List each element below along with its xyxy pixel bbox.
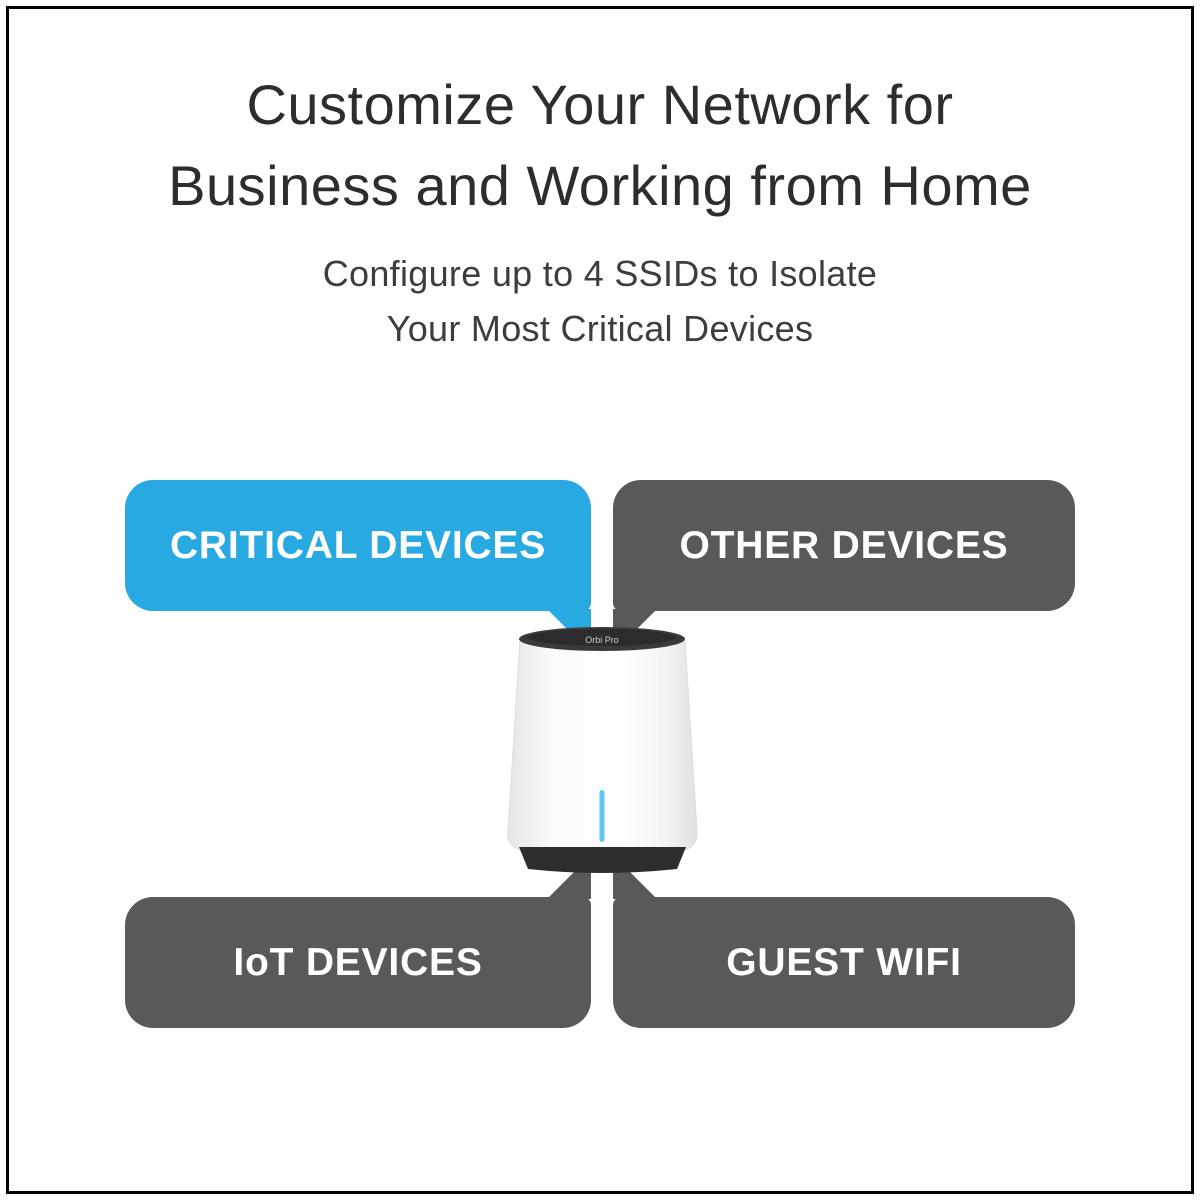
router-illustration: Orbi Pro [500, 622, 704, 880]
router-top-surface [528, 629, 676, 646]
callout-critical-devices-label: CRITICAL DEVICES [169, 523, 547, 567]
callout-other-devices-label: OTHER DEVICES [679, 523, 1009, 567]
router-base [519, 847, 686, 873]
subtitle-line-1: Configure up to 4 SSIDs to Isolate [322, 253, 878, 294]
router-svg: Orbi Pro [507, 627, 698, 873]
callout-other-devices: OTHER DEVICES [613, 480, 1075, 653]
router-led-light [599, 790, 605, 842]
callout-guest-wifi: GUEST WIFI [613, 855, 1075, 1028]
callout-iot-devices: IoT DEVICES [125, 855, 591, 1028]
page-subtitle: Configure up to 4 SSIDs to Isolate Your … [0, 246, 1200, 356]
page-title: Customize Your Network for Business and … [0, 64, 1200, 226]
title-line-2: Business and Working from Home [168, 154, 1032, 217]
callout-critical-devices: CRITICAL DEVICES [125, 480, 591, 653]
subtitle-line-2: Your Most Critical Devices [386, 308, 814, 349]
title-line-1: Customize Your Network for [246, 73, 954, 136]
callout-guest-wifi-label: GUEST WIFI [726, 940, 962, 984]
callout-iot-devices-label: IoT DEVICES [233, 940, 483, 984]
router-logo: Orbi Pro [585, 635, 619, 645]
